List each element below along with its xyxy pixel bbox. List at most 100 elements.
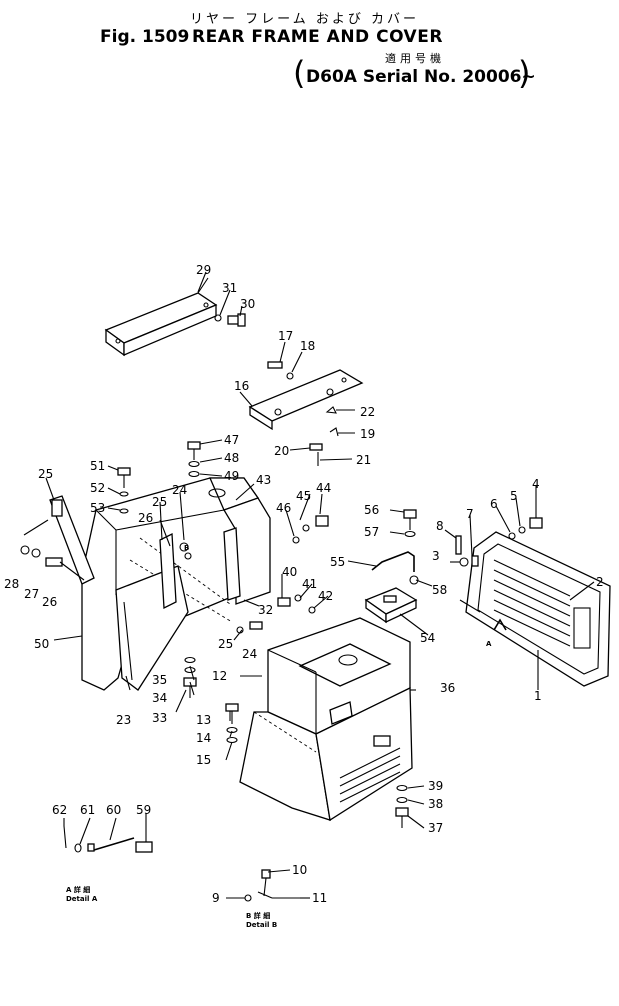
callout-63: 61 — [80, 803, 95, 817]
figure-title: REAR FRAME AND COVER — [192, 27, 443, 47]
view-marker-b: B — [184, 544, 189, 552]
callout-24b: 24 — [242, 647, 257, 661]
callout-20: 20 — [274, 444, 289, 458]
callout-42: 40 — [282, 565, 297, 579]
callout-7: 7 — [466, 507, 474, 521]
callout-29: 27 — [24, 587, 39, 601]
callout-8: 8 — [436, 519, 444, 533]
detail-a-label-en: Detail A — [66, 895, 98, 903]
callout-32: 30 — [240, 297, 255, 311]
hood-grille — [339, 747, 401, 803]
callout-41: 39 — [428, 779, 443, 793]
callout-39: 37 — [428, 821, 443, 835]
callout-38: 36 — [440, 681, 455, 695]
part-3-8-fasteners — [455, 517, 543, 567]
callout-64: 62 — [52, 803, 67, 817]
callout-10: 10 — [292, 863, 307, 877]
part-56-cap — [364, 587, 418, 624]
detail-a-assembly: A 詳 細 Detail A — [63, 816, 153, 903]
callout-14: 14 — [196, 731, 211, 745]
callout-19: 19 — [360, 427, 375, 441]
serial-range: D60A Serial No. 20006~ — [306, 67, 536, 87]
part-16-cover-plate — [248, 361, 364, 431]
callout-58: 56 — [364, 503, 379, 517]
callout-labels: 29 31 30 17 18 16 22 19 20 21 47 48 49 5… — [4, 263, 604, 905]
callout-9: 9 — [212, 891, 220, 905]
callout-51: 49 — [224, 469, 239, 483]
detail-b-label-en: Detail B — [246, 921, 277, 929]
callout-25: 25 — [152, 495, 167, 509]
callout-54: 52 — [90, 481, 105, 495]
part-19-22-pins — [309, 406, 339, 466]
callout-11: 11 — [312, 891, 327, 905]
callout-47: 45 — [296, 489, 311, 503]
callout-3: 3 — [432, 549, 440, 563]
part-1-rear-grille — [459, 531, 611, 687]
callout-13: 13 — [196, 713, 211, 727]
callout-46: 44 — [316, 481, 331, 495]
part-35-37-fasteners — [183, 656, 197, 698]
grille-slats — [493, 559, 571, 647]
callout-17: 17 — [278, 329, 293, 343]
applicable-label-jp: 適用号機 — [385, 52, 445, 65]
callout-27: 25 — [38, 467, 53, 481]
serial-paren-right: ) — [518, 54, 531, 92]
callout-25b: 25 — [218, 637, 233, 651]
part-13-15-bolts — [225, 703, 239, 744]
detail-a-label-jp: A 詳 細 — [66, 885, 90, 894]
part-39-41-bolts — [395, 784, 409, 828]
serial-paren-left: ( — [293, 54, 306, 92]
callout-24: 24 — [172, 483, 187, 497]
callout-28: 26 — [42, 595, 57, 609]
callout-21: 21 — [356, 453, 371, 467]
callout-30: 28 — [4, 577, 19, 591]
detail-b-assembly: B 詳 細 Detail B — [244, 869, 300, 929]
part-49-51-bolts — [187, 441, 201, 478]
part-31-top-bracket — [104, 277, 218, 357]
callout-26: 26 — [138, 511, 153, 525]
detail-b-label-jp: B 詳 細 — [246, 911, 270, 920]
callout-15: 15 — [196, 753, 211, 767]
callout-35: 33 — [152, 711, 167, 725]
callout-59: 57 — [364, 525, 379, 539]
callout-23: 23 — [116, 713, 131, 727]
part-12-38-hood — [239, 617, 413, 822]
callout-1: 1 — [534, 689, 542, 703]
callout-37: 35 — [152, 673, 167, 687]
japanese-title: リヤー フレーム および カバー — [190, 12, 420, 27]
callout-50: 48 — [224, 451, 239, 465]
callout-48: 46 — [276, 501, 291, 515]
callout-34: 32 — [258, 603, 273, 617]
part-32-33-bolt — [214, 313, 246, 327]
callout-31: 29 — [196, 263, 211, 277]
part-42-44-bolts — [277, 594, 316, 614]
figure-number: Fig. 1509 — [100, 27, 190, 47]
callout-53: 51 — [90, 459, 105, 473]
callout-4: 4 — [532, 477, 540, 491]
part-46-48-bolts — [292, 515, 329, 544]
part-53-55-bolts — [117, 467, 131, 514]
callout-5: 5 — [510, 489, 518, 503]
leader-lines — [45, 271, 595, 899]
callout-56: 54 — [420, 631, 435, 645]
callout-57: 55 — [330, 555, 345, 569]
callout-62: 60 — [106, 803, 121, 817]
svg-text:B: B — [184, 544, 189, 552]
callout-44: 42 — [318, 589, 333, 603]
callout-40: 38 — [428, 797, 443, 811]
callout-18: 18 — [300, 339, 315, 353]
part-24-26-brackets — [159, 527, 263, 634]
svg-text:A: A — [486, 640, 492, 648]
callout-16: 16 — [234, 379, 249, 393]
callout-60: 58 — [432, 583, 447, 597]
callout-33: 31 — [222, 281, 237, 295]
callout-52: 50 — [34, 637, 49, 651]
part-57-handle — [371, 509, 419, 585]
callout-2: 2 — [596, 575, 604, 589]
callout-22: 22 — [360, 405, 375, 419]
callout-36: 34 — [152, 691, 167, 705]
part-27-strap — [20, 495, 95, 585]
callout-55: 53 — [90, 501, 105, 515]
callout-6: 6 — [490, 497, 498, 511]
